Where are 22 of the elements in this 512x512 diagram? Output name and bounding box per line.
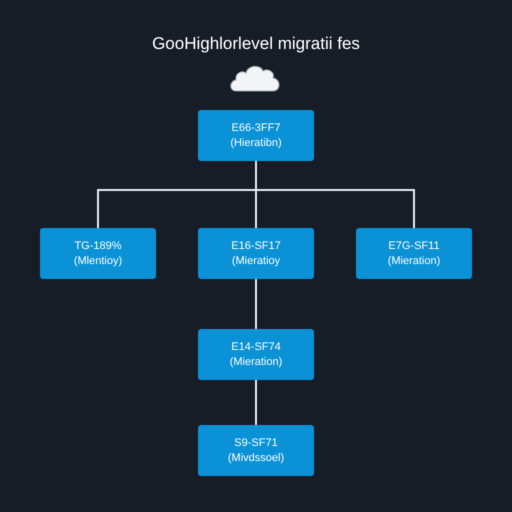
box-text: E16-SF17 <box>231 238 281 254</box>
process-box <box>198 110 314 161</box>
process-box <box>198 329 314 380</box>
box-text: (Mlentioy) <box>74 254 122 268</box>
diagram-title: GooHighlorlevel migratii fes <box>152 33 360 55</box>
box-text: (Mivdssoel) <box>228 450 284 466</box>
box-text: S9-SF71 <box>234 436 278 450</box>
box-text: (Mieration) <box>230 354 282 370</box>
box-text: E66-3FF7 <box>232 120 280 136</box>
box-text: E7G-SF11 <box>388 238 440 254</box>
process-box <box>198 228 314 279</box>
connector-line <box>255 380 257 425</box>
box-text: (Mieration) <box>388 254 440 268</box>
process-box <box>198 425 314 476</box>
connector-line <box>255 161 415 228</box>
box-text: E14-SF74 <box>231 340 281 354</box>
process-box <box>356 228 472 279</box>
process-box <box>40 228 156 279</box>
box-text: (Mieratioy <box>232 254 280 268</box>
box-text: TG-189% <box>74 238 122 254</box>
box-text: (Hieratibn) <box>230 136 282 150</box>
connector-line <box>255 279 257 329</box>
